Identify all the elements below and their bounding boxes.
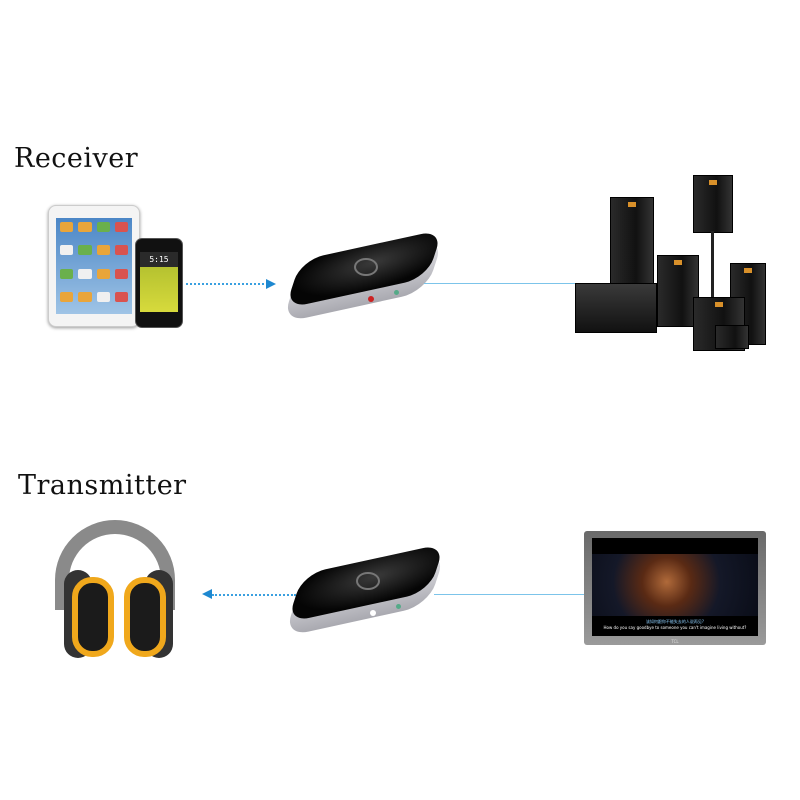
- tv-subtitle-chinese: 该如何跟你不能失去的人说再见?: [645, 619, 705, 624]
- receiver-label: Receiver: [14, 143, 139, 174]
- bluetooth-link-transmitter: [212, 594, 296, 596]
- audio-cable-receiver: [424, 283, 576, 284]
- tv-brand: TCL: [671, 639, 679, 644]
- transmitter-label: Transmitter: [18, 470, 187, 501]
- tv-screen: 该如何跟你不能失去的人说再见? How do you say goodbye t…: [592, 538, 758, 636]
- iphone-image: 5:15: [135, 238, 183, 328]
- tv-image: 该如何跟你不能失去的人说再见? How do you say goodbye t…: [584, 531, 766, 645]
- tv-subtitle-english: How do you say goodbye to someone you ca…: [603, 625, 747, 630]
- arrow-right-icon: [266, 279, 276, 289]
- bluetooth-logo-icon: [354, 258, 378, 276]
- bluetooth-adapter-receiver: [281, 229, 445, 323]
- bluetooth-logo-icon: [356, 572, 380, 590]
- speakers-image: [575, 175, 770, 355]
- phone-time: 5:15: [149, 255, 169, 264]
- bluetooth-adapter-transmitter: [283, 543, 447, 637]
- ipad-image: [48, 205, 140, 327]
- headphones-image: [50, 515, 185, 665]
- ipad-screen: [56, 218, 132, 314]
- audio-cable-transmitter: [434, 594, 586, 595]
- arrow-left-icon: [202, 589, 212, 599]
- bluetooth-link-receiver: [186, 283, 268, 285]
